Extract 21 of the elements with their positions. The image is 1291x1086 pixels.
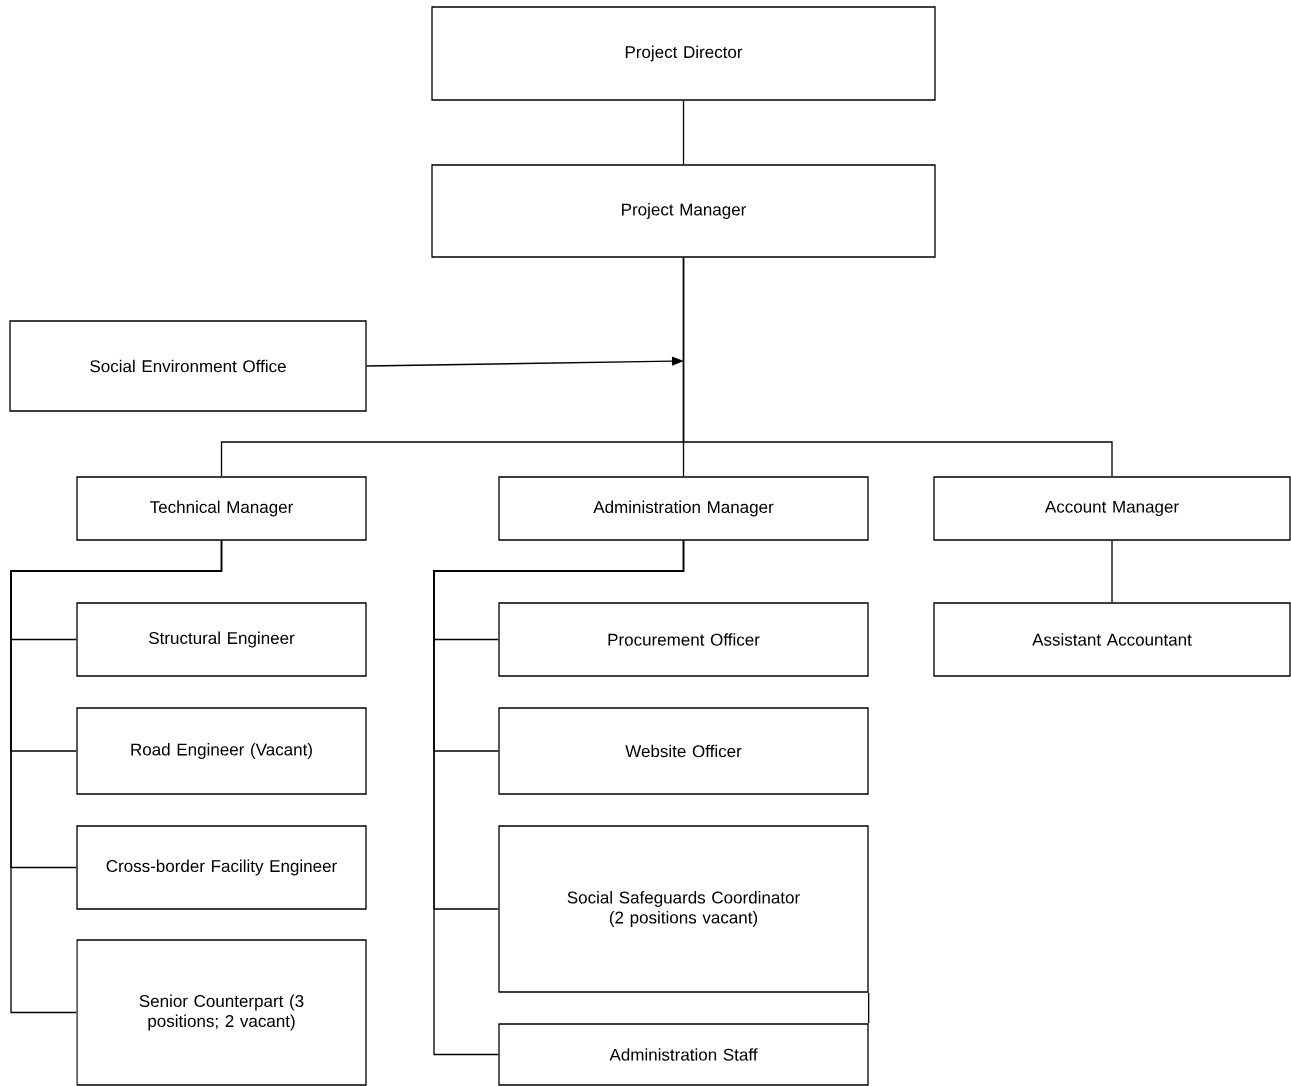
org-box: Senior Counterpart (3 positions; 2 vacant): [76, 939, 367, 1086]
org-box: Procurement Officer: [498, 602, 869, 677]
org-box: Structural Engineer: [76, 602, 367, 677]
org-box: Technical Manager: [76, 476, 367, 541]
org-box: Social Environment Office: [9, 320, 367, 412]
connector-line: [1111, 540, 1113, 603]
org-box: Administration Staff: [498, 1023, 869, 1086]
connector-line: [682, 100, 685, 165]
org-box: Road Engineer (Vacant): [76, 707, 367, 795]
org-box: Cross-border Facility Engineer: [76, 825, 367, 910]
connector-line: [10, 540, 223, 1014]
org-box: Project Manager: [431, 164, 936, 258]
connector-line: [868, 992, 870, 1024]
org-box: Project Director: [431, 6, 936, 101]
org-box: Website Officer: [498, 707, 869, 795]
org-box: Account Manager: [933, 476, 1291, 541]
org-box: Social Safeguards Coordinator (2 positions vacant): [498, 825, 869, 993]
connector-line: [433, 540, 685, 1056]
connector-line: [682, 257, 1113, 477]
org-box: Administration Manager: [498, 476, 869, 541]
org-box: Assistant Accountant: [933, 602, 1291, 677]
